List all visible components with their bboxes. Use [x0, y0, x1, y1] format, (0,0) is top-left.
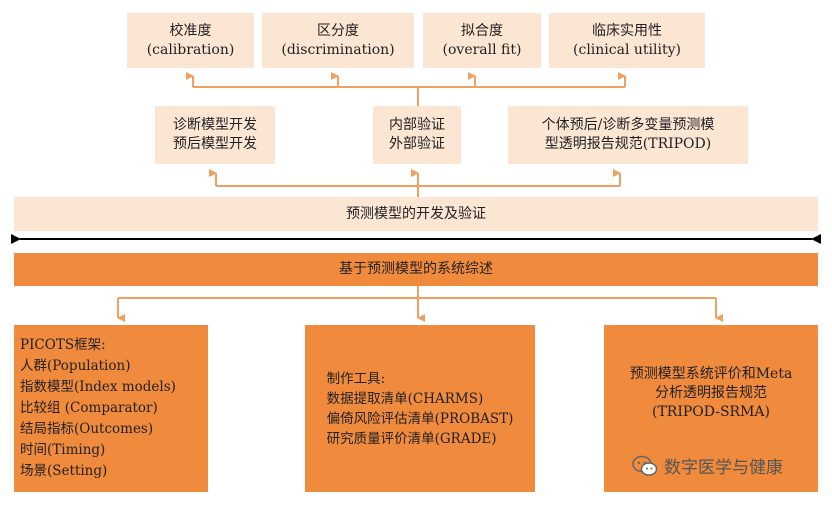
list-item: 场景(Setting) [20, 463, 108, 479]
tripod-box: 个体预后/诊断多变量预测模 型透明报告规范(TRIPOD) [508, 106, 748, 164]
line: 外部验证 [389, 136, 445, 152]
list-item: 时间(Timing) [20, 442, 106, 458]
list-item: 数据提取清单(CHARMS) [326, 390, 484, 407]
list-item: 研究质量评价清单(GRADE) [326, 430, 497, 447]
tools-box: 制作工具: 数据提取清单(CHARMS) 偏倚风险评估清单(PROBAST) 研… [305, 325, 535, 492]
metric-zh: 区分度 [317, 22, 359, 39]
tools-title: 制作工具: [326, 370, 386, 387]
list-item: 偏倚风险评估清单(PROBAST) [326, 410, 514, 427]
metric-overall-fit: 拟合度 (overall fit) [423, 13, 541, 68]
metric-zh: 拟合度 [461, 22, 503, 39]
line: 个体预后/诊断多变量预测模 [541, 117, 715, 133]
watermark-text: 数字医学与健康 [664, 458, 783, 478]
line: 分析透明报告规范 [655, 385, 767, 401]
metric-calibration: 校准度 (calibration) [127, 13, 254, 68]
band-label: 基于预测模型的系统综述 [339, 261, 493, 277]
picots-title: PICOTS框架: [20, 337, 106, 353]
metric-zh: 校准度 [169, 22, 212, 39]
validation-box: 内部验证 外部验证 [373, 106, 461, 164]
metric-en: (overall fit) [442, 41, 522, 58]
model-development-box: 诊断模型开发 预后模型开发 [155, 106, 275, 164]
list-item: 比较组 (Comparator) [20, 400, 158, 416]
line: 型透明报告规范(TRIPOD) [544, 136, 712, 152]
metric-discrimination: 区分度 (discrimination) [262, 13, 414, 68]
list-item: 指数模型(Index models) [20, 379, 176, 395]
picots-box: PICOTS框架: 人群(Population) 指数模型(Index mode… [14, 325, 208, 492]
metric-en: (calibration) [146, 41, 235, 58]
line: 预测模型系统评价和Meta [629, 366, 793, 382]
development-validation-band: 预测模型的开发及验证 [14, 197, 818, 231]
wechat-icon [632, 455, 658, 476]
line: 内部验证 [389, 117, 445, 133]
metric-en: (clinical utility) [573, 41, 681, 58]
list-item: 人群(Population) [20, 358, 131, 374]
line: 诊断模型开发 [173, 117, 257, 133]
systematic-review-band: 基于预测模型的系统综述 [14, 253, 818, 286]
list-item: 结局指标(Outcomes) [20, 421, 154, 437]
metric-clinical-utility: 临床实用性 (clinical utility) [549, 13, 705, 68]
metric-zh: 临床实用性 [592, 22, 662, 39]
watermark: 数字医学与健康 [632, 453, 783, 478]
line: 预后模型开发 [173, 136, 257, 152]
line: (TRIPOD-SRMA) [651, 404, 771, 420]
band-label: 预测模型的开发及验证 [346, 205, 486, 222]
tripod-srma-box: 预测模型系统评价和Meta 分析透明报告规范 (TRIPOD-SRMA) [604, 325, 818, 492]
metric-en: (discrimination) [281, 41, 395, 58]
